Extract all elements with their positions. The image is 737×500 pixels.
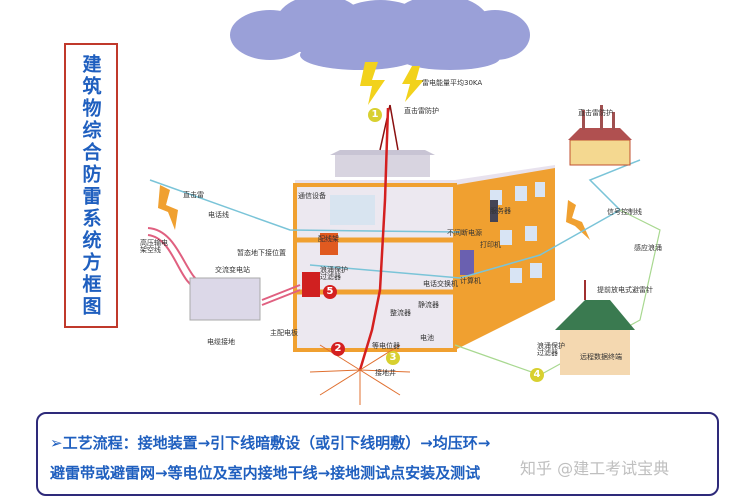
label-server: 服务器 xyxy=(490,207,511,215)
label-direct-strike: 直击雷 xyxy=(183,191,204,199)
label-ups: 不间断电源 xyxy=(447,229,482,237)
marker-1: 1 xyxy=(368,108,382,122)
watermark: 知乎 @建工考试宝典 xyxy=(520,459,670,478)
marker-2: 2 xyxy=(331,342,345,356)
marker-3: 3 xyxy=(386,351,400,365)
label-surge-filter-right: 浪涌保护过滤器 xyxy=(537,342,565,357)
label-lightning-energy: 雷电能量平均30KA xyxy=(422,79,483,87)
label-phone-switch: 电话交换机 xyxy=(423,280,458,288)
label-comm-equipment: 通信设备 xyxy=(298,192,326,200)
label-static-device: 静流器 xyxy=(418,301,439,309)
label-early-streamer: 提前放电式避雷针 xyxy=(597,286,653,294)
building-illustration xyxy=(147,0,661,405)
lightning-bolt xyxy=(158,185,178,230)
down-conductor xyxy=(358,107,390,371)
label-distribution-frame: 配线架 xyxy=(318,235,339,243)
label-signal-line: 信号控制线 xyxy=(607,208,642,216)
label-main-panel: 主配电板 xyxy=(270,329,298,337)
label-induced-surge: 感应浪涌 xyxy=(634,244,662,252)
process-flow-box: ➢工艺流程：接地装置→引下线暗敷设（或引下线明敷）→均压环→ 避雷带或避雷网→等… xyxy=(36,412,719,496)
diagram-title: 建筑物综合防雷系统方框图 xyxy=(79,53,102,318)
marker-5: 5 xyxy=(323,285,337,299)
cloud xyxy=(230,0,530,70)
label-direct-protection: 直击雷防护 xyxy=(404,107,439,115)
label-printer: 打印机 xyxy=(480,241,501,249)
label-battery: 电池 xyxy=(420,334,434,342)
label-ground-well: 接地井 xyxy=(375,369,396,377)
process-flow-line-1: ➢工艺流程：接地装置→引下线暗敷设（或引下线明敷）→均压环→ xyxy=(50,434,491,452)
label-direct-protection-right: 直击雷防护 xyxy=(578,109,613,117)
label-surge-filter: 浪涌保护过滤器 xyxy=(320,266,348,281)
label-rectifier: 整流器 xyxy=(390,309,411,317)
process-flow-line-2: 避雷带或避雷网→等电位及室内接地干线→接地测试点安装及测试 xyxy=(50,464,481,482)
label-computer: 计算机 xyxy=(460,277,481,285)
substation xyxy=(189,277,261,321)
building-side xyxy=(455,168,555,350)
label-phone-line: 电话线 xyxy=(208,211,229,219)
label-hv-line: 高压输电架空线 xyxy=(140,239,168,254)
label-transient-ground: 暂态地下接位置 xyxy=(237,249,286,257)
label-remote-terminal: 远程数据终端 xyxy=(580,353,622,361)
label-equipotential: 等电位器 xyxy=(372,342,400,350)
label-cable-ground: 电缆接地 xyxy=(207,338,235,346)
lightning-bolt xyxy=(402,66,424,102)
title-box: 建筑物综合防雷系统方框图 xyxy=(64,43,118,328)
marker-4: 4 xyxy=(530,368,544,382)
label-substation: 交流变电站 xyxy=(215,266,250,274)
lightning-bolt xyxy=(360,62,385,105)
